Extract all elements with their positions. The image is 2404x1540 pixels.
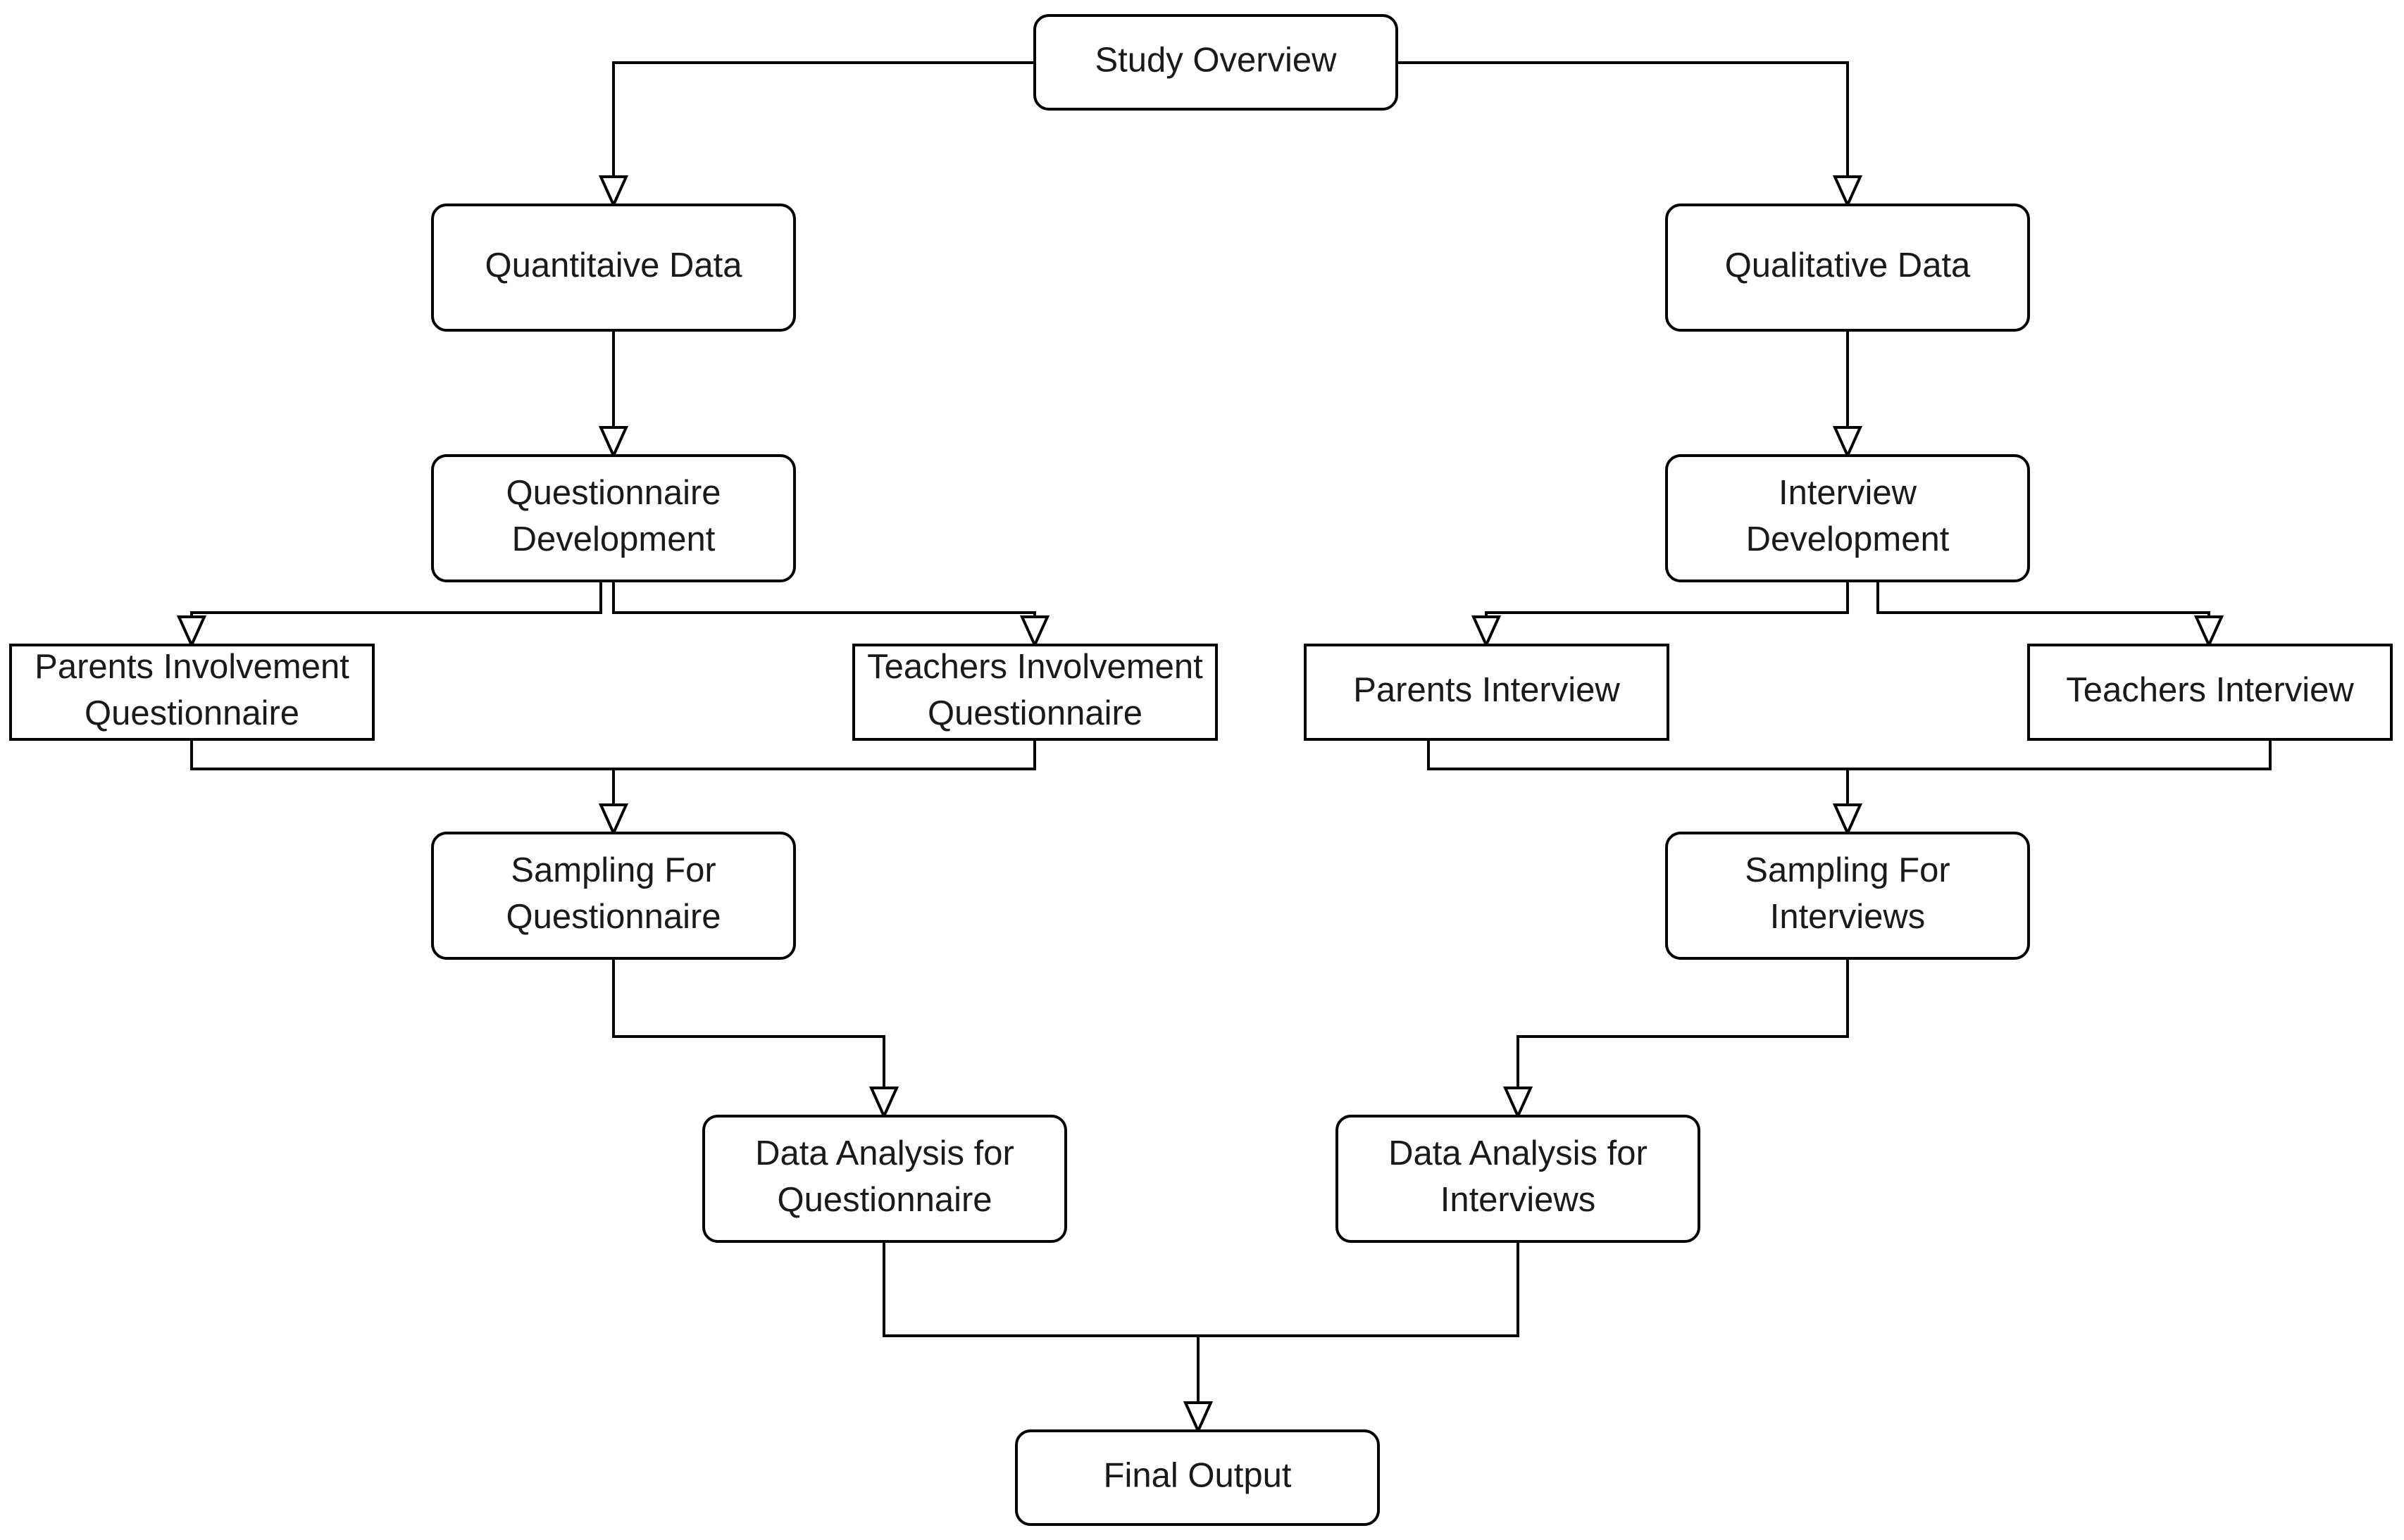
node-study-overview: Study Overview — [1033, 14, 1398, 111]
node-label-line: Data Analysis for — [755, 1134, 1014, 1172]
connector-teachers-interview-to-sampling-interviews — [1846, 739, 2272, 805]
arrowhead-icon — [1183, 1401, 1214, 1434]
connector-line — [883, 1241, 1200, 1403]
connector-analysis-interviews-to-final-output — [1197, 1241, 1519, 1403]
node-label-line: Questionnaire — [777, 1181, 992, 1219]
node-label-line: Teachers Interview — [2066, 671, 2354, 709]
arrowhead-icon — [1832, 426, 1863, 459]
connector-parents-involvement-questionnaire-to-sampling-questionnaire — [190, 739, 629, 837]
connector-line — [1397, 61, 1849, 177]
node-box — [9, 644, 375, 741]
arrowhead-icon — [2193, 615, 2224, 649]
node-teachers-interview: Teachers Interview — [2027, 644, 2393, 741]
arrowhead-icon — [1502, 1087, 1533, 1120]
connector-parents-interview-to-sampling-interviews — [1427, 739, 1863, 837]
node-label-line: Interview — [1779, 474, 1917, 512]
arrowhead-icon — [1019, 615, 1050, 649]
connector-line — [1485, 581, 1849, 617]
node-box — [1304, 644, 1669, 741]
node-label-line: Questionnaire — [85, 694, 299, 732]
connector-questionnaire-development-to-parents-involvement-questionnaire — [176, 581, 602, 649]
node-label-line: Teachers Involvement — [867, 648, 1203, 686]
node-parents-interview: Parents Interview — [1304, 644, 1669, 741]
connector-quantitative-data-to-questionnaire-development — [598, 330, 629, 459]
connector-sampling-questionnaire-to-analysis-questionnaire — [612, 958, 899, 1120]
node-box — [431, 454, 796, 582]
arrowhead-icon — [598, 426, 629, 459]
arrowhead-icon — [176, 615, 207, 649]
connector-interview-development-to-parents-interview — [1471, 581, 1849, 649]
connector-sampling-interviews-to-analysis-interviews — [1502, 958, 1849, 1120]
node-box — [1033, 14, 1398, 111]
arrowhead-icon — [598, 175, 629, 208]
connector-teachers-involvement-questionnaire-to-sampling-questionnaire — [612, 739, 1036, 805]
connector-line — [612, 61, 1035, 177]
connector-line — [612, 958, 885, 1088]
node-box — [1665, 832, 2030, 960]
arrowhead-icon — [598, 803, 629, 837]
connector-interview-development-to-teachers-interview — [1876, 581, 2224, 649]
node-label-line: Study Overview — [1095, 41, 1337, 79]
node-label-line: Questionnaire — [506, 474, 721, 512]
node-box — [852, 644, 1218, 741]
node-box — [431, 832, 796, 960]
node-label-line: Questionnaire — [928, 694, 1142, 732]
node-box — [1665, 204, 2030, 332]
node-box — [2027, 644, 2393, 741]
connectors-layer — [176, 61, 2272, 1434]
connector-questionnaire-development-to-teachers-involvement-questionnaire — [612, 581, 1050, 649]
node-qualitative-data: Qualitative Data — [1665, 204, 2030, 332]
node-quantitative-data: Quantitaive Data — [431, 204, 796, 332]
node-box — [1015, 1429, 1380, 1526]
node-label-line: Parents Involvement — [35, 648, 349, 686]
node-box — [1335, 1115, 1700, 1243]
connector-qualitative-data-to-interview-development — [1832, 330, 1863, 459]
node-label-line: Development — [1746, 520, 1950, 558]
connector-line — [1427, 739, 1849, 805]
node-label-line: Interviews — [1770, 898, 1926, 936]
node-label-line: Sampling For — [511, 851, 716, 889]
connector-line — [190, 581, 602, 617]
node-box — [1665, 454, 2030, 582]
node-box — [431, 204, 796, 332]
node-label-line: Quantitaive Data — [485, 246, 743, 284]
connector-line — [612, 739, 1036, 805]
arrowhead-icon — [1832, 175, 1863, 208]
node-label-line: Development — [512, 520, 716, 558]
arrowhead-icon — [868, 1087, 899, 1120]
node-label-line: Interviews — [1440, 1181, 1596, 1219]
arrowhead-icon — [1471, 615, 1502, 649]
connector-study-overview-to-qualitative-data — [1397, 61, 1863, 208]
node-box — [702, 1115, 1067, 1243]
connector-line — [1197, 1241, 1519, 1403]
node-label-line: Parents Interview — [1353, 671, 1620, 709]
arrowhead-icon — [1832, 803, 1863, 837]
connector-study-overview-to-quantitative-data — [598, 61, 1035, 208]
connector-line — [612, 581, 1036, 617]
connector-line — [1846, 739, 2272, 805]
node-label-line: Final Output — [1104, 1456, 1292, 1494]
node-label-line: Data Analysis for — [1388, 1134, 1648, 1172]
connector-line — [1876, 581, 2210, 617]
connector-line — [190, 739, 615, 805]
node-label-line: Sampling For — [1745, 851, 1950, 889]
node-label-line: Qualitative Data — [1725, 246, 1971, 284]
node-label-line: Questionnaire — [506, 898, 721, 936]
node-final-output: Final Output — [1015, 1429, 1380, 1526]
connector-analysis-questionnaire-to-final-output — [883, 1241, 1214, 1434]
connector-line — [1516, 958, 1849, 1088]
